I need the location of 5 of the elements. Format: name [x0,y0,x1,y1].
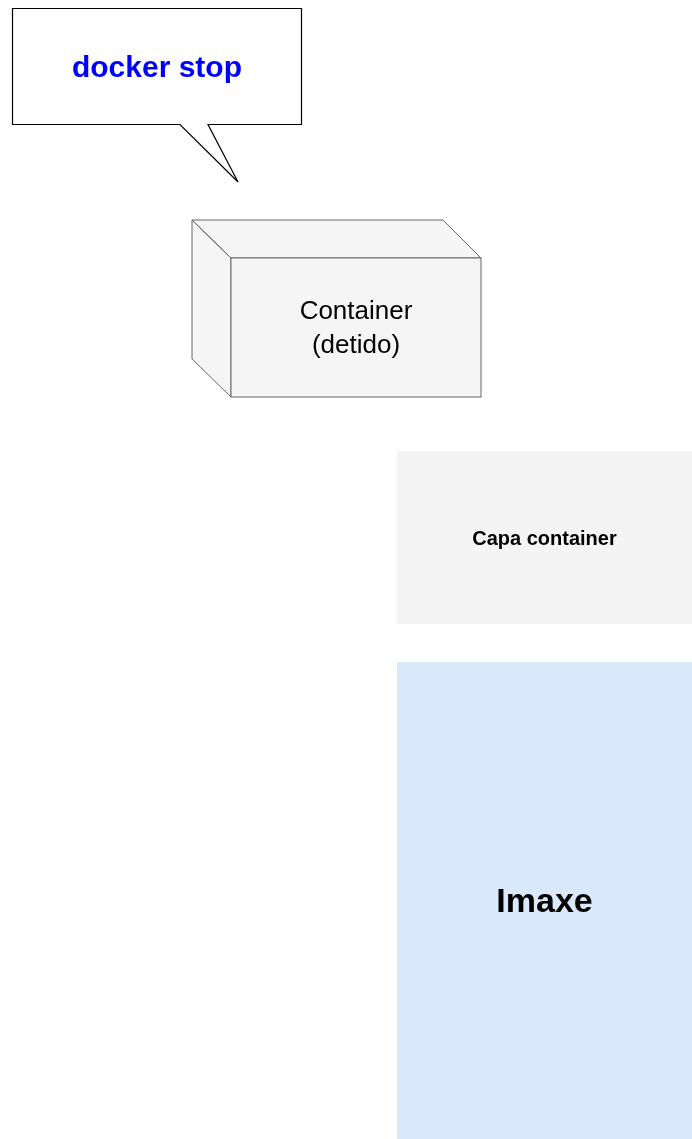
node-label: Imaxe [496,880,593,922]
node-label: Container (detido) [298,293,414,361]
node-label: Capa container [472,525,617,551]
layer-block [397,662,692,1139]
command-text: docker stop [71,49,242,85]
